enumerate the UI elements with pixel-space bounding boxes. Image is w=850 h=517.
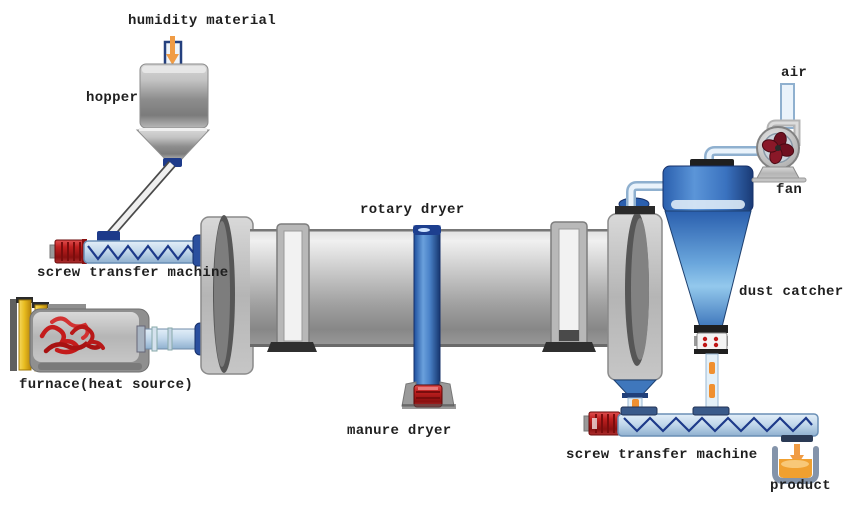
hopper-body <box>139 63 209 129</box>
screw-motor-right <box>588 411 621 436</box>
manure-dryer-column <box>401 225 456 409</box>
feed-pipe <box>97 161 176 242</box>
cyclone-inlet-pipe <box>626 181 672 206</box>
screw-conveyor-right <box>583 406 819 442</box>
screw-conveyor-left <box>49 234 207 267</box>
fan-blades-icon <box>761 131 795 165</box>
label-humidity-material: humidity material <box>128 13 276 29</box>
label-fan: fan <box>776 182 803 198</box>
air-intake-pipe <box>780 83 795 129</box>
discharge-housing <box>607 197 663 381</box>
product-container <box>772 444 819 484</box>
screw-motor-left <box>54 239 85 264</box>
cyclone-valve <box>694 332 728 354</box>
screw-auger-right <box>623 416 813 433</box>
flames <box>39 316 105 355</box>
screw-auger-left <box>87 244 197 261</box>
screw-tube-left <box>83 240 199 264</box>
label-hopper: hopper <box>86 90 139 106</box>
hopper-assembly <box>135 36 211 167</box>
label-screw-transfer-left: screw transfer machine <box>37 265 229 281</box>
label-rotary-dryer: rotary dryer <box>360 202 465 218</box>
label-product: product <box>770 478 831 494</box>
fan-inlet-pipe <box>704 146 758 164</box>
conveyor-inlet-flange <box>620 406 658 416</box>
column-base <box>401 381 456 409</box>
label-dust-catcher: dust catcher <box>739 284 844 300</box>
fan-blower <box>751 83 807 183</box>
hopper-funnel <box>135 129 211 161</box>
material-in-arrow <box>166 36 179 65</box>
label-manure-dryer: manure dryer <box>347 423 452 439</box>
cyclone-downpipe <box>705 353 719 409</box>
conveyor-inlet-flange <box>692 406 730 416</box>
cyclone-cone <box>664 210 752 328</box>
conveyor-outlet-flange <box>781 435 813 442</box>
furnace <box>10 297 150 373</box>
furnace-post <box>18 299 32 371</box>
dust-catcher-cyclone <box>662 159 754 409</box>
support-ring-right <box>542 221 596 352</box>
support-ring-left <box>267 223 317 352</box>
label-air: air <box>781 65 808 81</box>
label-screw-transfer-right: screw transfer machine <box>566 447 758 463</box>
label-furnace: furnace(heat source) <box>19 377 194 393</box>
housing-discharge-outlet <box>612 379 658 411</box>
